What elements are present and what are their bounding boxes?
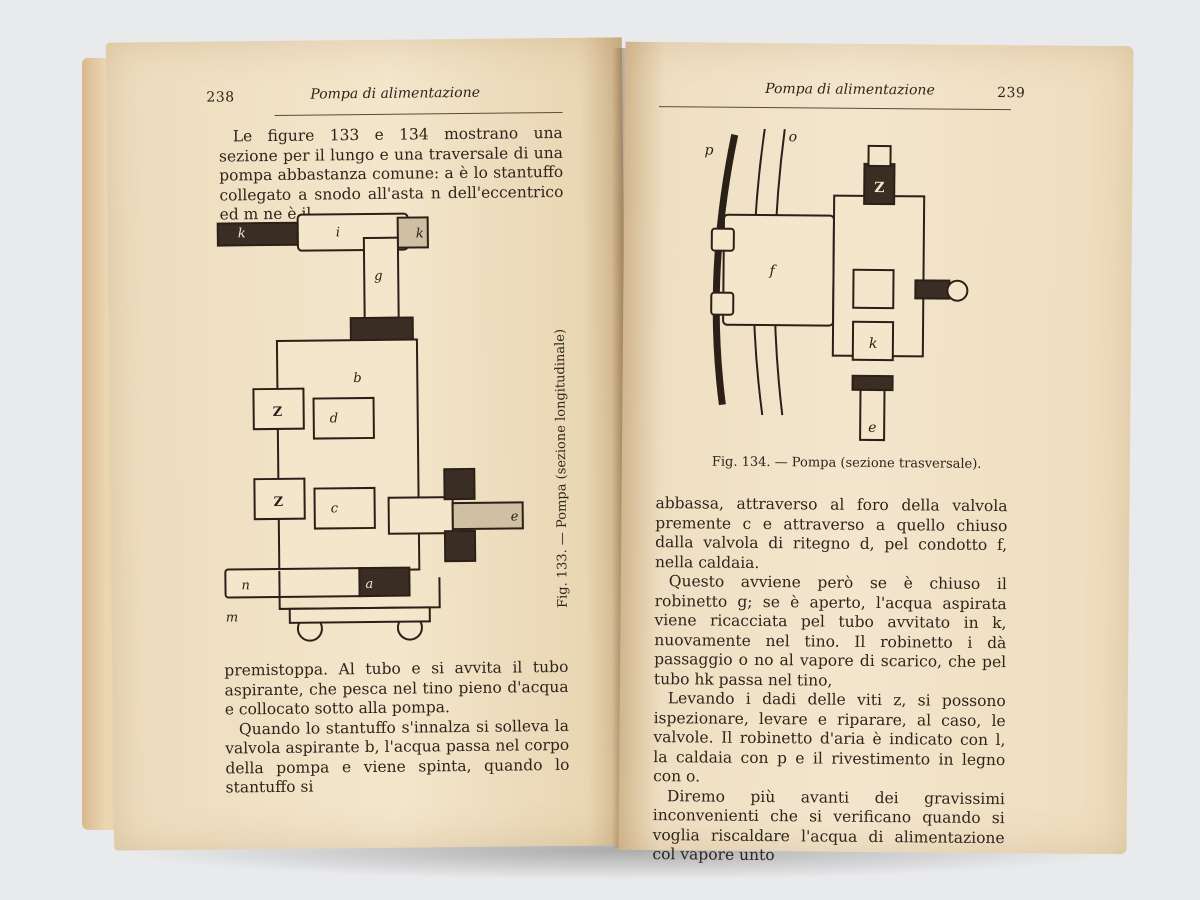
left-bottom-text: premistoppa. Al tubo e si avvita il tubo… xyxy=(224,658,569,798)
svg-text:c: c xyxy=(331,501,339,516)
svg-text:a: a xyxy=(365,577,373,592)
svg-text:k: k xyxy=(238,226,246,241)
paragraph-inconvenienti: Diremo più avanti dei gravissimi inconve… xyxy=(652,786,1006,865)
paragraph-premistoppa: premistoppa. Al tubo e si avvita il tubo… xyxy=(224,657,569,719)
figure-133-caption: Fig. 133. — Pompa (sezione longitudinale… xyxy=(552,328,571,609)
right-body-text: abbassa, attraverso al foro della valvol… xyxy=(652,494,1007,868)
svg-text:d: d xyxy=(330,411,338,426)
paragraph-dadi-viti: Levando i dadi delle viti z, si possono … xyxy=(653,689,1006,786)
svg-text:Z: Z xyxy=(874,180,884,196)
svg-text:g: g xyxy=(374,269,382,284)
right-page: Pompa di alimentazione 239 xyxy=(618,41,1134,864)
right-header-rule xyxy=(658,106,1011,111)
paragraph-stantuffo: Quando lo stantuffo s'innalza si solleva… xyxy=(225,716,570,797)
svg-text:k: k xyxy=(416,226,424,241)
right-page-number: 239 xyxy=(997,85,1026,102)
left-page-number: 238 xyxy=(206,89,235,106)
svg-text:i: i xyxy=(336,225,340,240)
svg-text:o: o xyxy=(789,129,798,145)
svg-text:n: n xyxy=(241,578,250,593)
paragraph-robinetto: Questo avviene però se è chiuso il robin… xyxy=(653,572,1007,690)
figure-133-longitudinal-section: k i k g b Z Z d c e n m a xyxy=(216,212,524,642)
figure-134-transverse-section: p o Z f k e xyxy=(705,128,969,442)
left-header-rule xyxy=(274,111,563,116)
right-running-head: Pompa di alimentazione xyxy=(765,81,935,99)
svg-text:e: e xyxy=(511,509,519,524)
svg-text:b: b xyxy=(353,371,361,386)
svg-text:m: m xyxy=(226,610,238,625)
paragraph-abbassa: abbassa, attraverso al foro della valvol… xyxy=(654,494,1008,572)
svg-text:Z: Z xyxy=(273,405,283,420)
svg-text:e: e xyxy=(868,420,876,436)
svg-text:p: p xyxy=(705,142,714,158)
svg-text:f: f xyxy=(768,263,777,279)
svg-text:Z: Z xyxy=(274,495,284,510)
figure-134-caption: Fig. 134. — Pompa (sezione trasversale). xyxy=(711,454,982,472)
svg-text:k: k xyxy=(869,336,878,352)
left-running-head: Pompa di alimentazione xyxy=(310,84,481,103)
left-page: 238 Pompa di alimentazione Le figure 133… xyxy=(105,37,631,851)
